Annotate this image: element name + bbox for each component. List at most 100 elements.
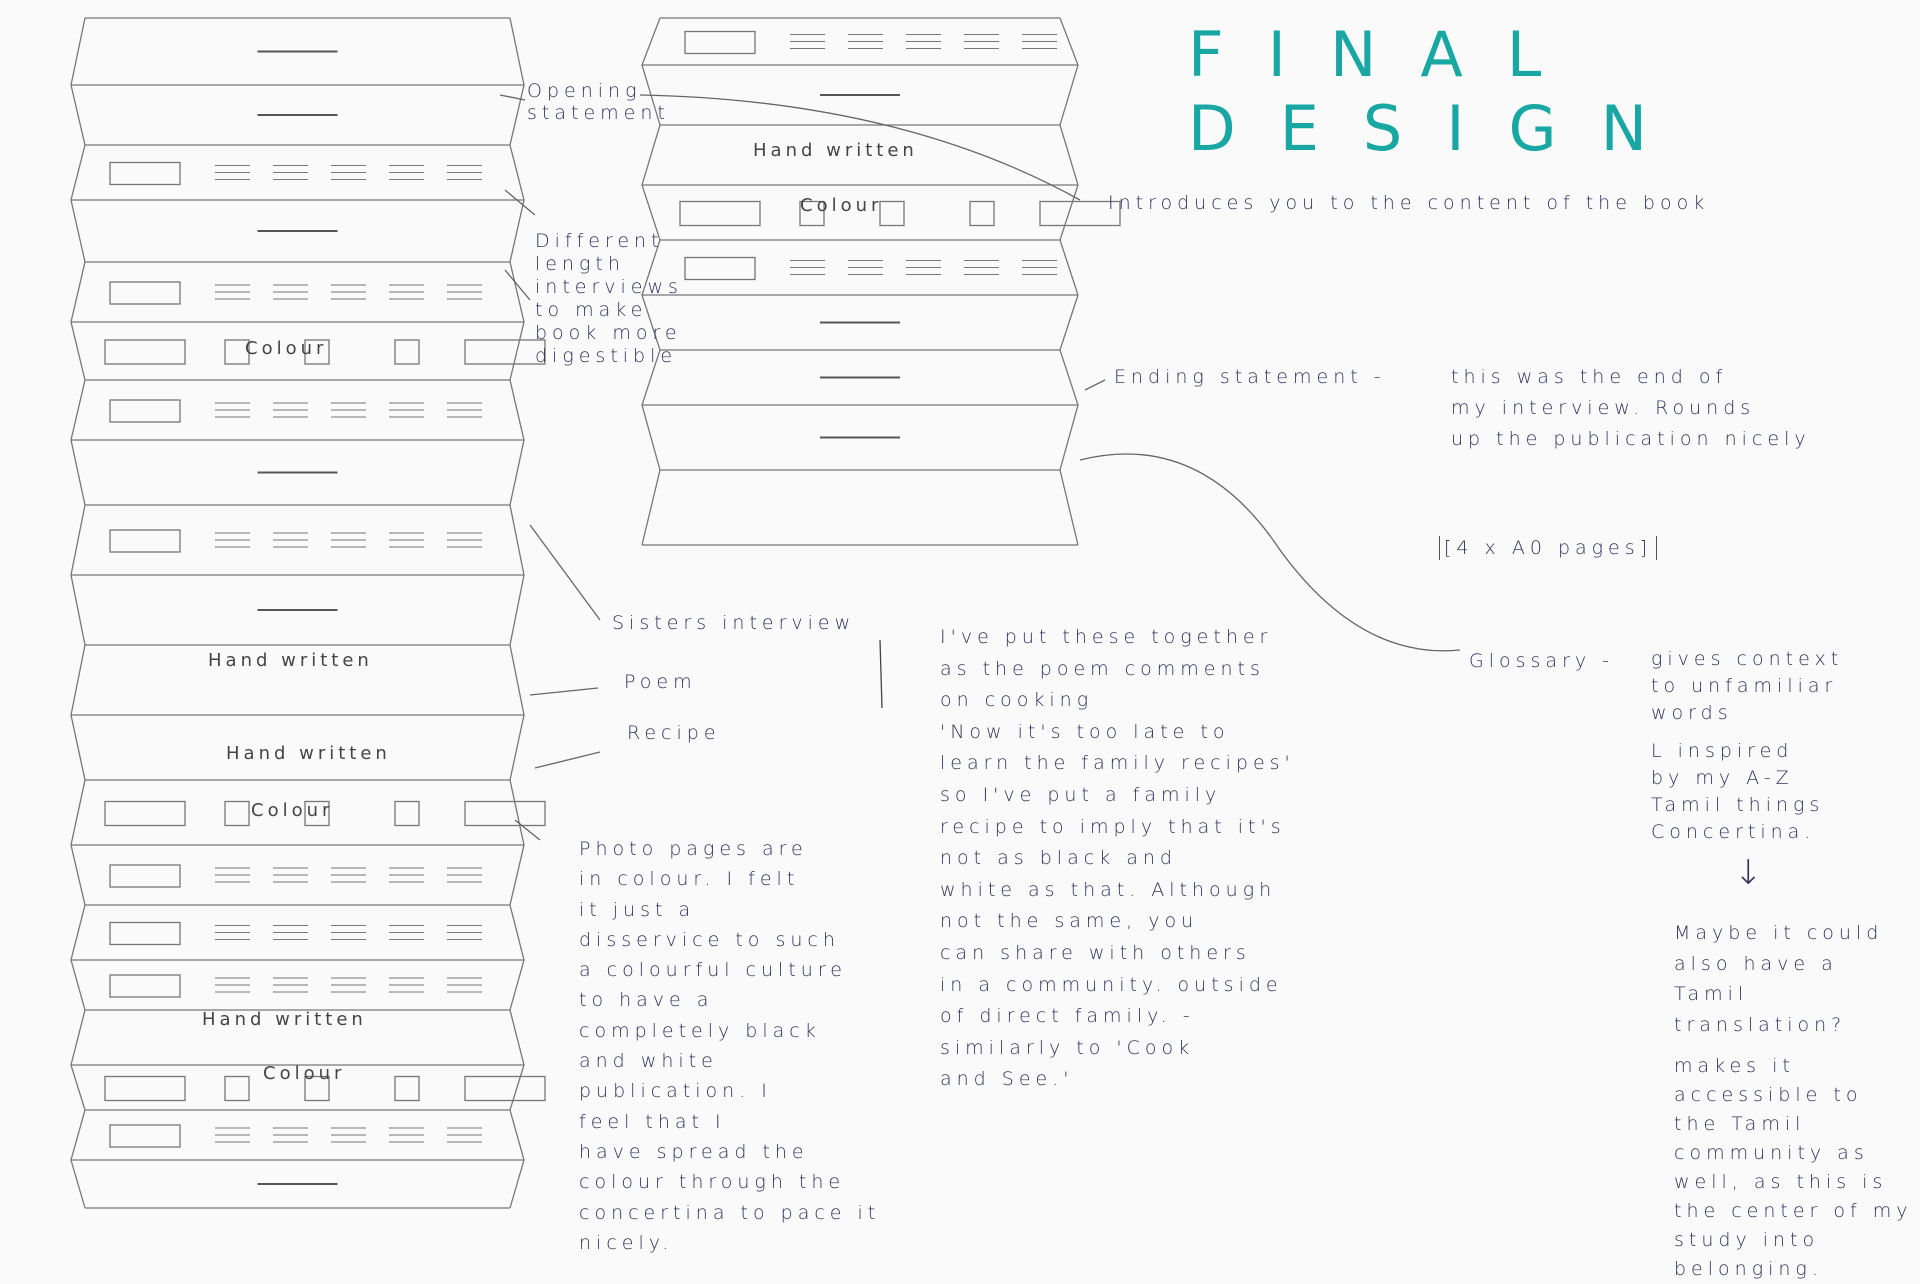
text-line: interviews <box>535 276 683 298</box>
text-line: makes it <box>1674 1055 1795 1077</box>
photo-box <box>304 339 330 365</box>
text-line: concertina to pace it <box>579 1201 881 1224</box>
connector-line <box>514 819 541 841</box>
photo-box <box>394 339 420 365</box>
text-line: up the publication nicely <box>1451 428 1811 450</box>
photo-box <box>109 161 181 186</box>
photo-box <box>104 800 186 827</box>
photo-box <box>304 800 330 827</box>
photo-box <box>464 800 546 827</box>
text-line: not as black and <box>940 847 1177 870</box>
photo-box <box>394 800 420 827</box>
text-line: not the same, you <box>940 910 1199 933</box>
connector-line <box>529 687 599 696</box>
photo-box <box>104 1075 186 1102</box>
photo-box <box>684 30 756 55</box>
text-line: recipe to imply that it's <box>940 815 1286 838</box>
photo-box <box>224 1075 250 1102</box>
connector-line <box>639 94 1081 201</box>
left-colour-label-3: Colour <box>263 1063 346 1084</box>
text-line: community as <box>1674 1142 1869 1164</box>
photo-box <box>109 974 181 998</box>
bracket-line <box>879 639 883 709</box>
text-line: to unfamiliar <box>1651 675 1838 697</box>
annotation-ending-label: Ending statement - <box>1114 366 1386 388</box>
text-line: Maybe it could <box>1674 922 1884 944</box>
text-line: to make <box>535 299 648 321</box>
text-line: Concertina. <box>1651 821 1816 843</box>
left-colour-label-2: Colour <box>251 800 334 821</box>
text-line: well, as this is <box>1674 1171 1888 1193</box>
text-line: gives context <box>1651 648 1844 670</box>
text-line: belonging. <box>1674 1258 1823 1280</box>
text-line: also have a <box>1674 952 1838 975</box>
text-line: completely black <box>579 1019 821 1042</box>
annotation-glossary-label: Glossary - <box>1469 650 1615 672</box>
annotation-pages: [4 x A0 pages] <box>1439 536 1658 560</box>
text-line: statement <box>527 102 670 124</box>
title-design: DESIGN <box>1188 92 1691 165</box>
text-line: I've put these together <box>940 626 1273 648</box>
text-line: colour through the <box>579 1171 846 1194</box>
photo-box <box>224 339 250 365</box>
connector-line <box>534 751 601 769</box>
text-line: as the poem comments <box>940 657 1265 680</box>
photo-box <box>799 200 825 227</box>
photo-box <box>394 1075 420 1102</box>
text-line: similarly to 'Cook <box>940 1036 1195 1059</box>
text-line: the Tamil <box>1674 1113 1806 1135</box>
connector-line <box>1079 453 1461 652</box>
middle-colour-label: Colour <box>800 195 883 216</box>
title-final: FINAL <box>1188 18 1586 91</box>
annotation-poem: Poem <box>624 671 697 693</box>
photo-box <box>224 800 250 827</box>
text-line: learn the family recipes' <box>940 752 1295 775</box>
middle-handwritten-label: Hand written <box>753 140 918 161</box>
annotation-inspired: L inspired by my A-Z Tamil things Concer… <box>1651 738 1824 846</box>
text-line: L inspired <box>1651 740 1794 762</box>
text-line: 'Now it's too late to <box>940 720 1230 743</box>
text-line: on cooking <box>940 689 1094 712</box>
annotation-recipe: Recipe <box>627 722 721 744</box>
text-line: this was the end of <box>1451 366 1728 388</box>
annotation-ending-desc: this was the end of my interview. Rounds u… <box>1451 362 1811 455</box>
photo-box <box>969 200 995 227</box>
connector-line <box>504 189 536 216</box>
annotation-poem-recipe-note: I've put these together as the poem comme… <box>940 622 1295 1096</box>
text-line: white as that. Although <box>940 878 1277 901</box>
photo-box <box>1039 200 1121 227</box>
text-line: a colourful culture <box>579 959 847 982</box>
text-line: so I've put a family <box>940 783 1222 806</box>
text-line: nicely. <box>579 1231 674 1254</box>
text-line: digestible <box>535 345 678 367</box>
text-line: Photo pages are <box>579 838 808 860</box>
photo-box <box>109 864 181 888</box>
text-line: study into <box>1674 1229 1820 1251</box>
connector-line <box>1084 379 1106 391</box>
text-line: and See.' <box>940 1068 1074 1091</box>
photo-box <box>109 1124 181 1148</box>
text-line: feel that I <box>579 1110 726 1133</box>
text-line: disservice to such <box>579 928 840 951</box>
left-concertina-left-edge <box>70 17 86 1209</box>
text-line: words <box>1651 702 1733 724</box>
photo-box <box>464 339 546 365</box>
photo-box <box>879 200 905 227</box>
photo-box <box>109 399 181 423</box>
text-line: my interview. Rounds <box>1451 397 1756 419</box>
left-handwritten-label-3: Hand written <box>202 1009 367 1030</box>
left-colour-label-1: Colour <box>245 338 328 359</box>
text-line: to have a <box>579 989 714 1012</box>
left-handwritten-label-2: Hand written <box>226 743 391 764</box>
text-line: and white <box>579 1050 718 1073</box>
annotation-introduces: Introduces you to the content of the boo… <box>1108 192 1710 214</box>
annotation-sisters-interview: Sisters interview <box>612 612 856 634</box>
text-line: translation? <box>1674 1013 1847 1036</box>
left-handwritten-label-1: Hand written <box>208 650 373 671</box>
photo-box <box>109 921 181 946</box>
